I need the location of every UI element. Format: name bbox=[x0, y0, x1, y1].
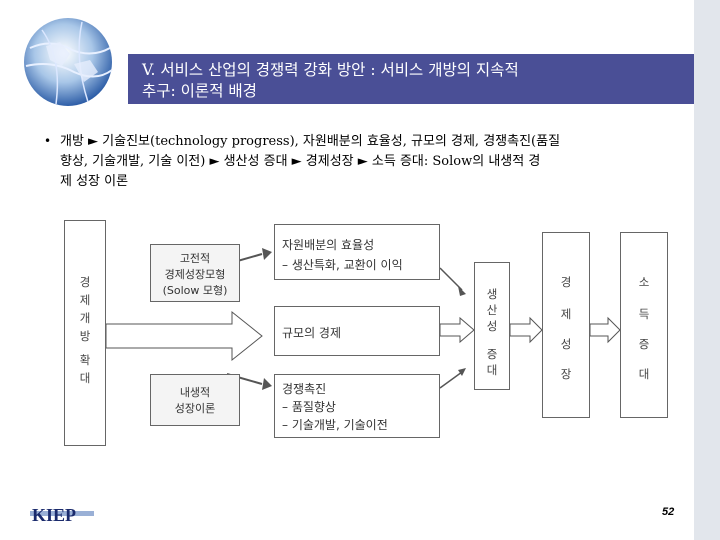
slide-title-line2: 추구: 이론적 배경 bbox=[142, 82, 257, 100]
box-endogenous-theory bbox=[150, 374, 240, 426]
competition-line-2: – 품질향상 bbox=[282, 400, 336, 414]
bullet-line-3: 제 성장 이론 bbox=[60, 174, 129, 189]
classical-line-1: 고전적 bbox=[179, 252, 211, 265]
page-number: 52 bbox=[662, 506, 675, 518]
globe-logo bbox=[24, 18, 113, 106]
bullet-marker: • bbox=[44, 134, 52, 148]
resource-line-2: – 생산특화, 교환이 이익 bbox=[282, 258, 403, 272]
classical-line-2: 경제성장모형 bbox=[164, 268, 226, 281]
productivity-char: 대 bbox=[486, 363, 498, 377]
box-economies-of-scale bbox=[274, 306, 440, 356]
productivity-char: 산 bbox=[486, 303, 498, 317]
productivity-char: 증 bbox=[486, 347, 498, 361]
opening-char: 개 bbox=[79, 311, 91, 325]
box-economic-opening bbox=[64, 220, 106, 446]
classical-line-3: (Solow 모형) bbox=[162, 284, 228, 297]
scale-label: 규모의 경제 bbox=[282, 326, 342, 340]
box-economic-growth bbox=[542, 232, 590, 418]
box-resource-efficiency bbox=[274, 224, 440, 280]
resource-line-1: 자원배분의 효율성 bbox=[282, 238, 375, 252]
box-income-increase bbox=[620, 232, 668, 418]
growth-char: 장 bbox=[560, 367, 572, 381]
competition-line-1: 경쟁촉진 bbox=[282, 382, 327, 396]
productivity-char: 생 bbox=[486, 287, 498, 301]
endogenous-line-1: 내생적 bbox=[179, 386, 211, 399]
opening-char: 대 bbox=[79, 371, 91, 385]
income-char: 대 bbox=[638, 367, 650, 381]
productivity-char: 성 bbox=[486, 319, 498, 333]
title-bar: V. 서비스 산업의 경쟁력 강화 방안 : 서비스 개방의 지속적 추구: 이… bbox=[128, 54, 694, 104]
right-decor-band bbox=[694, 0, 720, 540]
growth-char: 제 bbox=[560, 307, 572, 321]
kiep-logo: KIEP bbox=[30, 505, 94, 525]
bullet-line-2: 향상, 기술개발, 기술 이전) ► 생산성 증대 ► 경제성장 ► 소득 증대… bbox=[60, 154, 541, 169]
svg-text:KIEP: KIEP bbox=[32, 505, 76, 525]
income-char: 득 bbox=[638, 307, 650, 321]
income-char: 증 bbox=[638, 337, 650, 351]
bullet-line-1: 개방 ► 기술진보(technology progress), 자원배분의 효율… bbox=[60, 134, 561, 149]
opening-char: 방 bbox=[79, 329, 91, 343]
growth-char: 성 bbox=[560, 337, 572, 351]
opening-char: 제 bbox=[79, 293, 91, 307]
growth-char: 경 bbox=[560, 275, 572, 289]
slide-title-line1: V. 서비스 산업의 경쟁력 강화 방안 : 서비스 개방의 지속적 bbox=[142, 61, 519, 79]
box-classical-model bbox=[150, 244, 240, 302]
income-char: 소 bbox=[638, 275, 650, 289]
opening-char: 경 bbox=[79, 275, 91, 289]
box-productivity bbox=[474, 262, 510, 390]
endogenous-line-2: 성장이론 bbox=[174, 402, 216, 415]
opening-char: 확 bbox=[79, 353, 91, 367]
competition-line-3: – 기술개발, 기술이전 bbox=[282, 418, 388, 432]
box-competition bbox=[274, 374, 440, 438]
